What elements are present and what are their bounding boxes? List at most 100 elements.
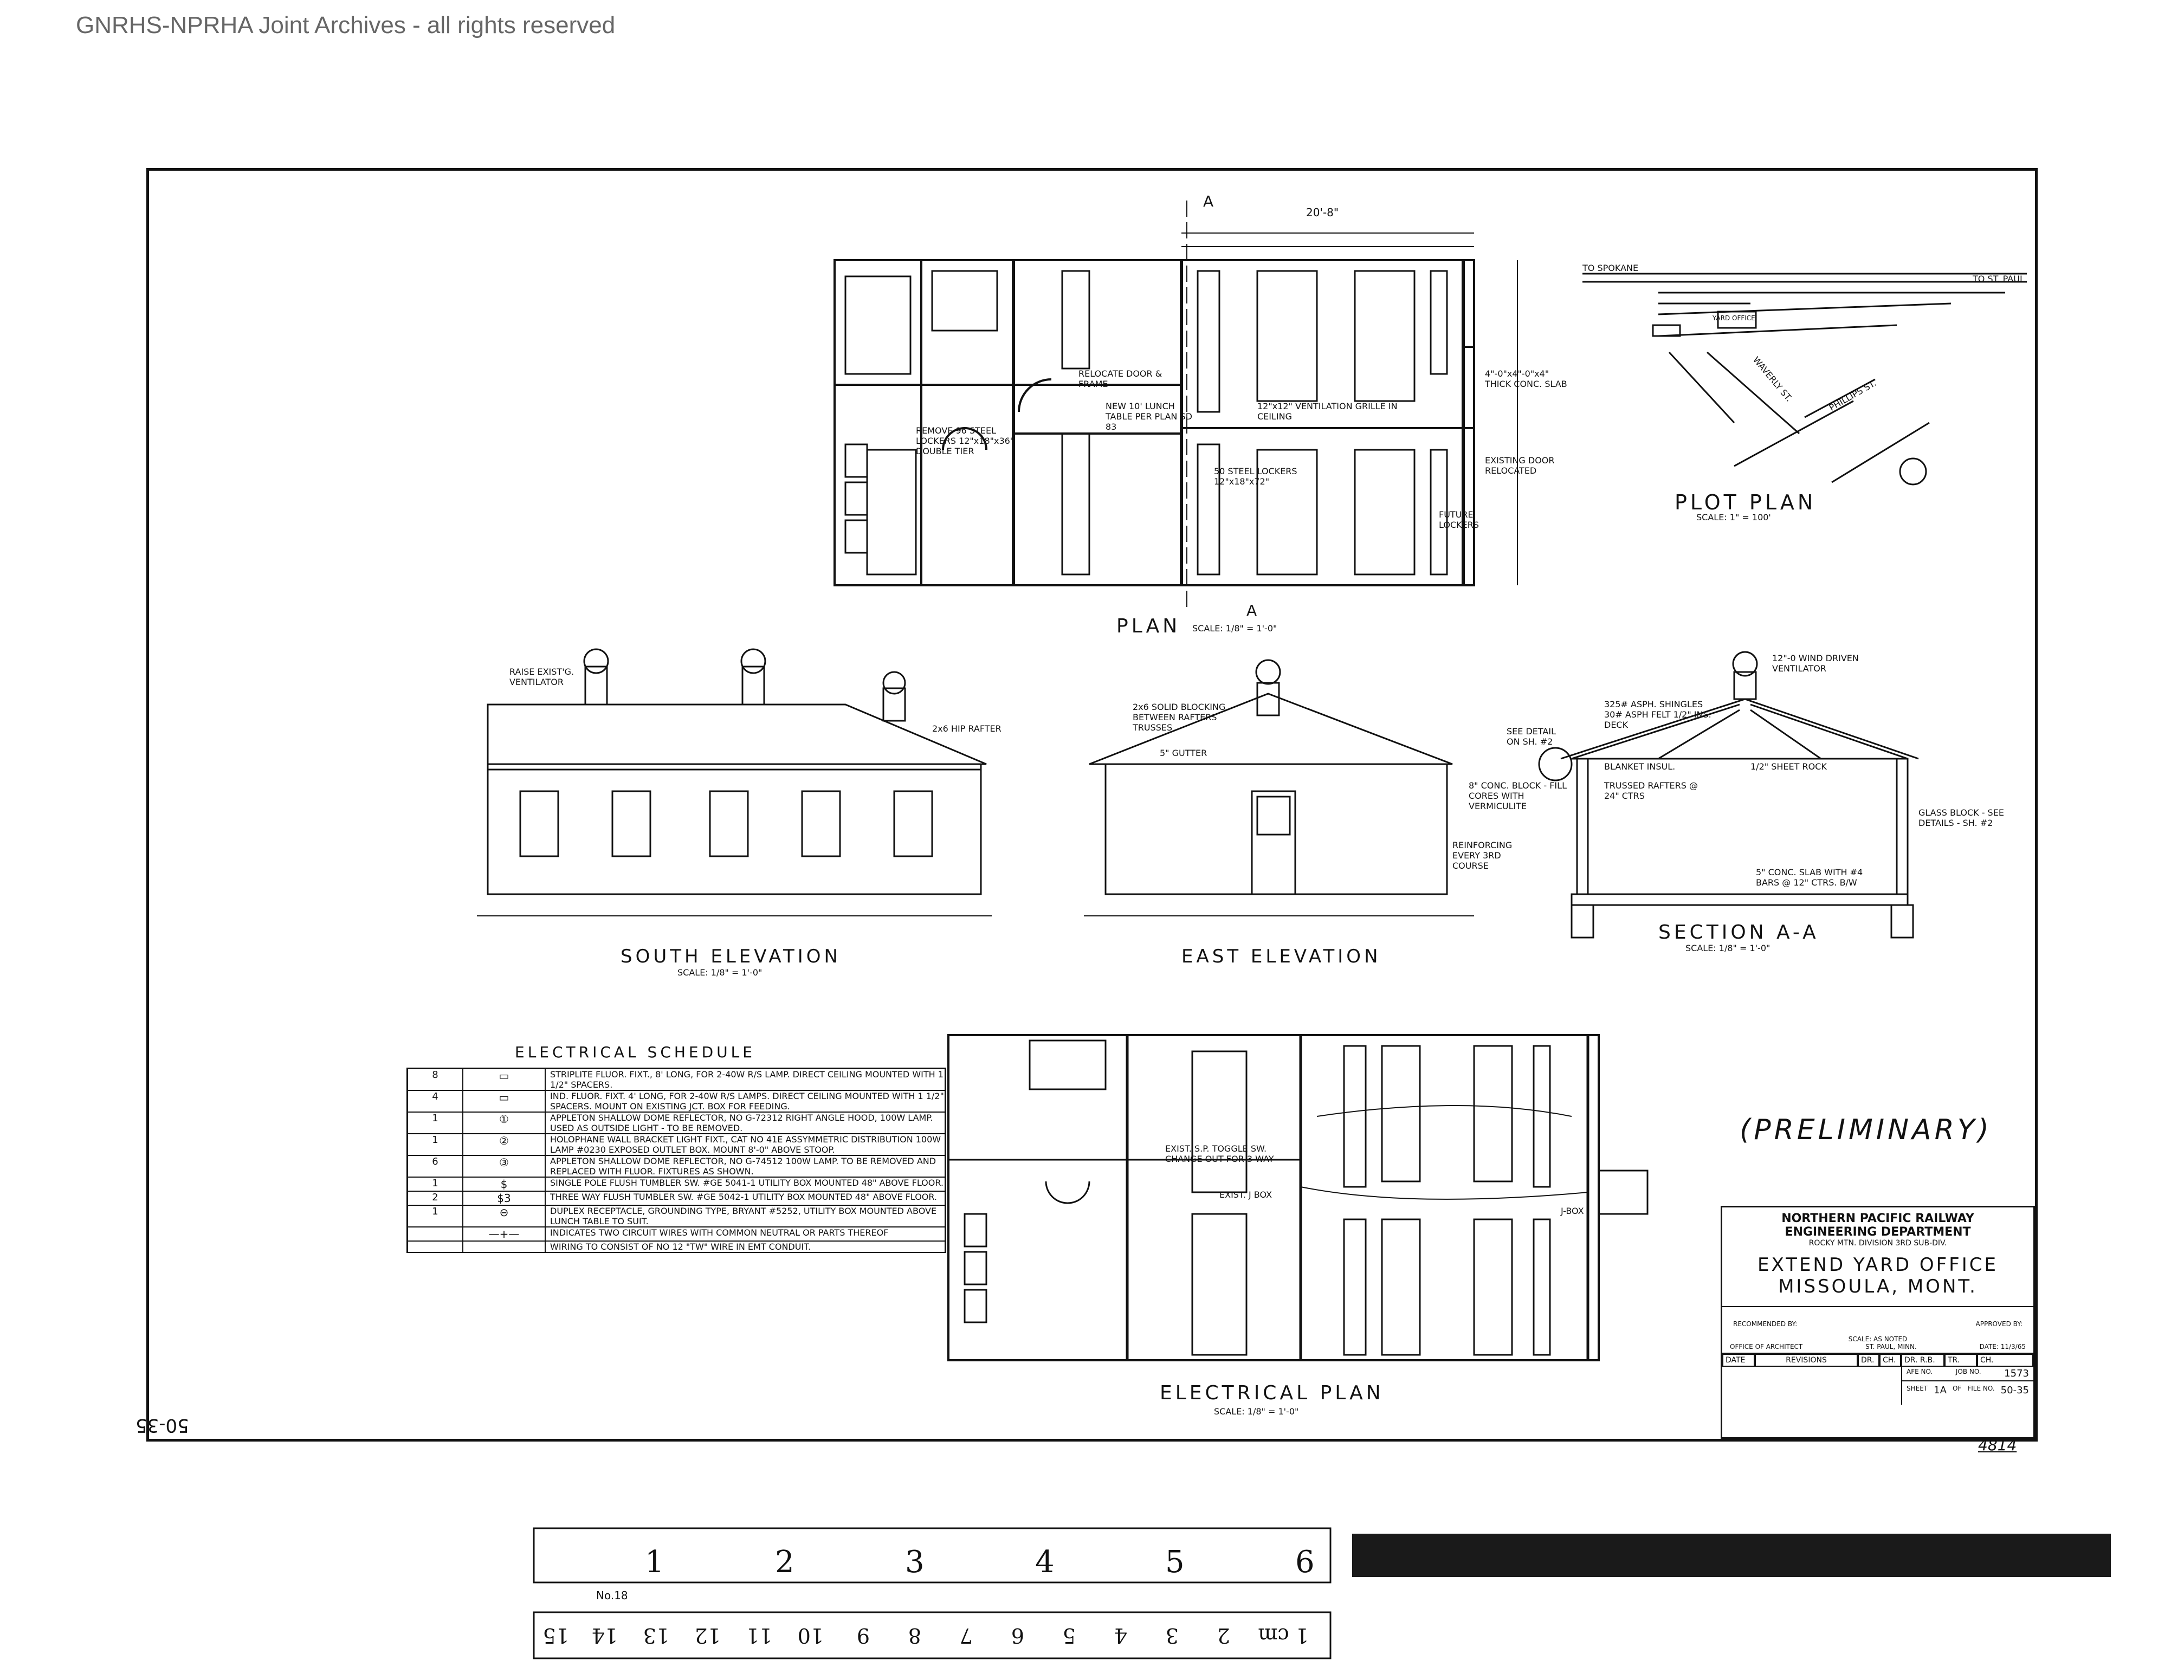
inch-label: 5 (1165, 1545, 1185, 1580)
cm-label: 15 (542, 1624, 569, 1647)
title-city: ST. PAUL, MINN. (1865, 1343, 1917, 1351)
title-department: ENGINEERING DEPARTMENT (1785, 1225, 1971, 1239)
title-block: NORTHERN PACIFIC RAILWAY ENGINEERING DEP… (1721, 1206, 2035, 1439)
title-file-label: FILE NO. (1967, 1385, 1995, 1392)
south-elevation-scale: SCALE: 1/8" = 1'-0" (677, 967, 763, 978)
plan-title: PLAN (1116, 615, 1181, 637)
cm-ruler: 1 cm 2 3 4 5 6 7 8 9 10 11 12 13 14 15 (534, 1612, 1330, 1658)
section-note-trussed: TRUSSED RAFTERS @ 24" CTRS (1604, 780, 1698, 801)
section-note-conc-block: 8" CONC. BLOCK - FILL CORES WITH VERMICU… (1469, 780, 1567, 811)
plan-note-future-lockers: FUTURE LOCKERS (1439, 509, 1479, 530)
plan-note-existing-door: EXISTING DOOR RELOCATED (1485, 455, 1555, 476)
electrical-note-jbox: EXIST. J BOX (1219, 1190, 1272, 1200)
south-note-hip-rafter: 2x6 HIP RAFTER (932, 723, 1001, 734)
cm-label: 11 (746, 1624, 772, 1647)
east-note-blocking: 2x6 SOLID BLOCKING BETWEEN RAFTERS TRUSS… (1133, 702, 1226, 733)
section-marker-top: A (1203, 192, 1214, 210)
scale-ruler (533, 1527, 1332, 1659)
cm-label: 3 (1165, 1624, 1179, 1647)
title-office: OFFICE OF ARCHITECT (1730, 1343, 1803, 1351)
plan-overall-dimension: 20'-8" (1306, 206, 1339, 219)
schedule-row: 1$SINGLE POLE FLUSH TUMBLER SW. #GE 5041… (408, 1178, 945, 1192)
schedule-row: WIRING TO CONSIST OF NO 12 "TW" WIRE IN … (408, 1242, 945, 1253)
inch-ruler: 1 2 3 4 5 6 (534, 1528, 1330, 1582)
cm-label: 9 (856, 1624, 870, 1647)
section-scale: SCALE: 1/8" = 1'-0" (1685, 943, 1771, 953)
section-note-glass-block: GLASS BLOCK - SEE DETAILS - SH. #2 (1918, 807, 2004, 828)
east-elevation-title: EAST ELEVATION (1181, 946, 1381, 967)
title-recommended: RECOMMENDED BY: (1733, 1320, 1798, 1328)
rev-head-revisions: REVISIONS (1755, 1354, 1858, 1367)
plot-label-spokane: TO SPOKANE (1582, 263, 1639, 273)
title-sheet-label: SHEET (1907, 1385, 1928, 1392)
rev-head-ch: CH. (1879, 1354, 1901, 1367)
section-title: SECTION A-A (1658, 921, 1819, 944)
plot-label-st-paul: TO ST. PAUL (1973, 274, 2025, 284)
cm-label: 5 (1062, 1624, 1076, 1647)
title-location: MISSOULA, MONT. (1778, 1276, 1978, 1297)
archive-watermark: GNRHS-NPRHA Joint Archives - all rights … (76, 12, 616, 38)
plan-note-remove-lockers: REMOVE 96 STEEL LOCKERS 12"x18"x36" DOUB… (916, 425, 1015, 456)
title-tr: TR. (1944, 1354, 1977, 1367)
plot-plan-title: PLOT PLAN (1675, 490, 1817, 514)
plan-scale: SCALE: 1/8" = 1'-0" (1192, 623, 1277, 634)
inch-label: 2 (775, 1545, 794, 1580)
title-job-no: 1573 (2004, 1368, 2029, 1379)
title-job-label: JOB NO. (1955, 1368, 1981, 1375)
side-file-number: 50-35 (135, 1414, 189, 1436)
section-marker-bottom: A (1246, 602, 1257, 619)
plan-note-steel-lockers: 50 STEEL LOCKERS 12"x18"x72" (1214, 466, 1297, 487)
inch-label: 6 (1295, 1545, 1315, 1580)
rev-head-dr: DR. (1858, 1354, 1879, 1367)
schedule-row: —+—INDICATES TWO CIRCUIT WIRES WITH COMM… (408, 1227, 945, 1242)
cm-label: 6 (1011, 1624, 1024, 1647)
cm-label: 8 (908, 1624, 921, 1647)
electrical-plan-scale: SCALE: 1/8" = 1'-0" (1214, 1406, 1299, 1417)
cm-label: 1 cm (1258, 1624, 1309, 1647)
cm-label: 2 (1217, 1624, 1230, 1647)
south-note-ventilator: RAISE EXIST'G. VENTILATOR (509, 667, 574, 687)
title-afe-label: AFE NO. (1907, 1368, 1933, 1375)
section-note-ventilator: 12"-0 WIND DRIVEN VENTILATOR (1772, 653, 1859, 674)
title-sheet: 1A (1934, 1385, 1947, 1396)
east-note-gutter: 5" GUTTER (1160, 748, 1207, 758)
cm-label: 14 (591, 1624, 618, 1647)
rev-head-date: DATE (1722, 1354, 1755, 1367)
title-ch: CH. (1977, 1354, 2033, 1367)
ruler-dark-strip (1352, 1534, 2111, 1577)
title-dr: DR. R.B. (1901, 1354, 1944, 1367)
section-note-blanket: BLANKET INSUL. (1604, 761, 1676, 772)
plot-plan-scale: SCALE: 1" = 100' (1696, 512, 1771, 522)
ruler-mark: No.18 (596, 1589, 628, 1602)
schedule-row: 4▭IND. FLUOR. FIXT. 4' LONG, FOR 2-40W R… (408, 1091, 945, 1113)
electrical-note-jbox-east: J-BOX (1561, 1206, 1584, 1216)
title-date: DATE: 11/3/65 (1979, 1343, 2026, 1351)
drawing-border (146, 168, 2038, 1442)
electrical-schedule-title: ELECTRICAL SCHEDULE (515, 1043, 755, 1061)
title-approved: APPROVED BY: (1975, 1320, 2023, 1328)
inch-label: 3 (905, 1545, 925, 1580)
title-scale: SCALE: AS NOTED (1848, 1335, 1908, 1343)
inch-label: 4 (1035, 1545, 1055, 1580)
plan-outline (833, 259, 1475, 586)
cm-label: 7 (959, 1624, 973, 1647)
cm-label: 12 (694, 1624, 721, 1647)
preliminary-note: (PRELIMINARY) (1740, 1114, 1992, 1146)
electrical-note-toggle: EXIST. S.P. TOGGLE SW. CHANGE OUT FOR 3 … (1165, 1143, 1274, 1164)
schedule-row: 8▭STRIPLITE FLUOR. FIXT., 8' LONG, FOR 2… (408, 1069, 945, 1091)
schedule-row: 1⊖DUPLEX RECEPTACLE, GROUNDING TYPE, BRY… (408, 1206, 945, 1227)
south-elevation-title: SOUTH ELEVATION (621, 946, 841, 967)
electrical-plan-title: ELECTRICAL PLAN (1160, 1382, 1384, 1404)
section-note-sheetrock: 1/2" SHEET ROCK (1750, 761, 1827, 772)
section-note-slab: 5" CONC. SLAB WITH #4 BARS @ 12" CTRS. B… (1756, 867, 1863, 888)
inch-label: 1 (645, 1545, 664, 1580)
title-project: EXTEND YARD OFFICE (1757, 1254, 1998, 1276)
cm-label: 10 (797, 1624, 824, 1647)
plan-note-lunch-table: NEW 10' LUNCH TABLE PER PLAN SD 83 (1106, 401, 1192, 432)
plan-note-ventilation: 12"x12" VENTILATION GRILLE IN CEILING (1257, 401, 1398, 422)
section-note-shingles: 325# ASPH. SHINGLES 30# ASPH FELT 1/2" I… (1604, 699, 1711, 730)
title-file-no: 50-35 (2000, 1385, 2029, 1396)
